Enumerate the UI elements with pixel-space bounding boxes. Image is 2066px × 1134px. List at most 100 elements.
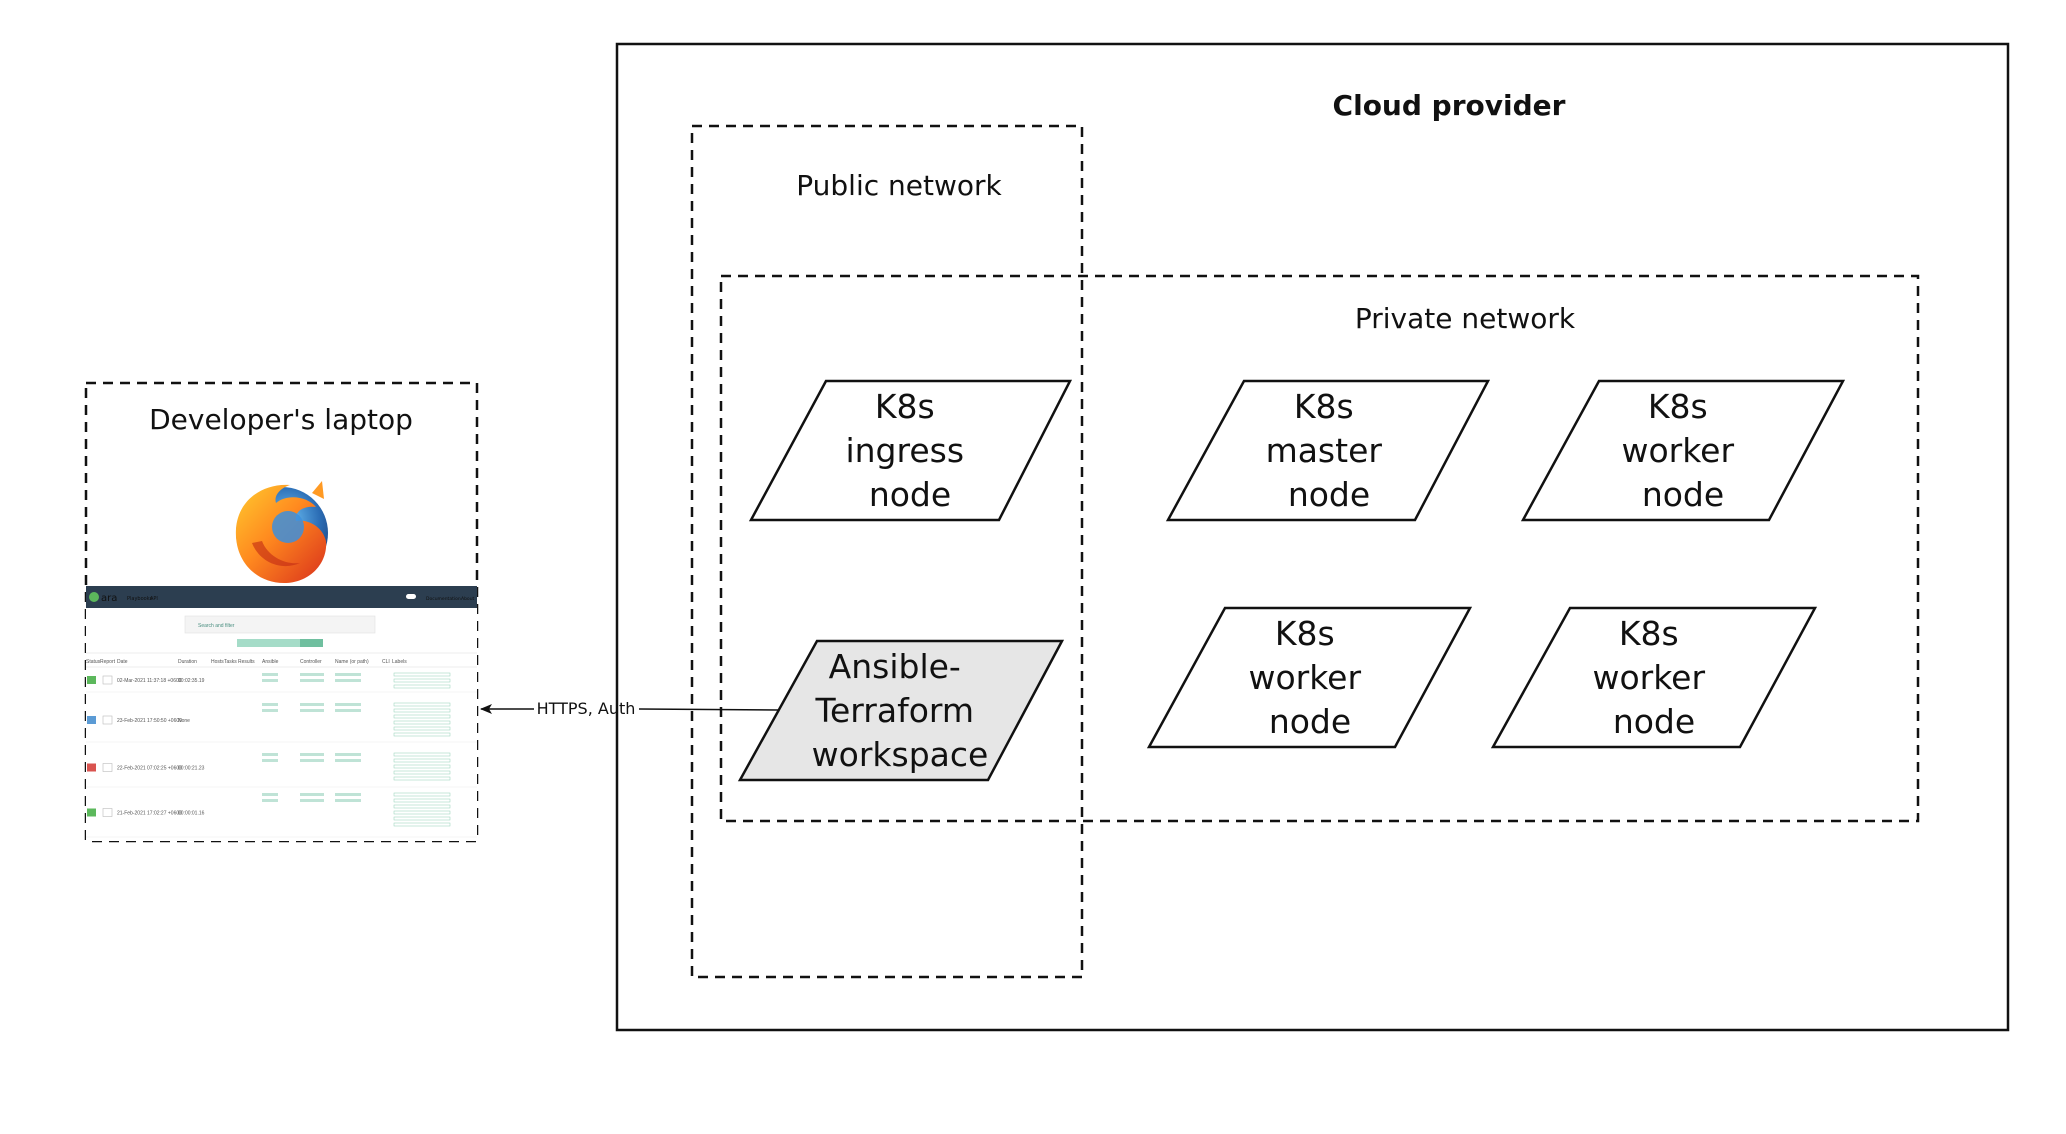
label-chip[interactable]: [393, 810, 451, 815]
label-chip[interactable]: [393, 726, 451, 731]
theme-toggle[interactable]: [406, 594, 416, 599]
k8s-ingress-node: K8s ingress node: [748, 379, 1073, 522]
report-button[interactable]: [102, 715, 113, 725]
private-network-box: Private network: [719, 274, 1920, 823]
node-label-line: workspace: [812, 735, 989, 774]
node-label-line: Terraform: [814, 691, 974, 730]
node-label-line: node: [1288, 475, 1370, 514]
report-button[interactable]: [102, 675, 113, 685]
label-chip[interactable]: [393, 776, 451, 781]
cell-placeholder: [335, 799, 361, 802]
app-column-header[interactable]: Name (or path): [335, 659, 369, 665]
node-label-line: worker: [1621, 431, 1734, 470]
status-badge: [87, 763, 96, 772]
label-chip[interactable]: [393, 764, 451, 769]
app-column-header[interactable]: Status: [86, 659, 101, 665]
cell-placeholder: [300, 673, 324, 676]
app-column-header[interactable]: Date: [117, 659, 128, 665]
label-chip[interactable]: [393, 792, 451, 797]
cell-placeholder: [335, 759, 361, 762]
label-chip[interactable]: [393, 752, 451, 757]
report-button[interactable]: [102, 808, 113, 817]
node-label-line: node: [1613, 702, 1695, 741]
app-column-header[interactable]: Tasks: [224, 659, 237, 665]
private-network-title: Private network: [1355, 302, 1576, 335]
cell-placeholder: [262, 703, 278, 706]
app-column-header[interactable]: Ansible: [262, 659, 279, 665]
cloud-provider-title: Cloud provider: [1333, 89, 1566, 122]
cell-placeholder: [335, 793, 361, 796]
app-column-header[interactable]: Report: [100, 659, 116, 665]
svg-text:K8s master node: K8s master node: [1266, 387, 1393, 514]
node-label-line: ingress: [845, 431, 964, 470]
k8s-master-node: K8s master node: [1165, 379, 1491, 522]
app-column-header[interactable]: CLI: [382, 659, 390, 665]
app-column-header[interactable]: Hosts: [211, 659, 224, 665]
label-chip[interactable]: [393, 816, 451, 821]
cell-placeholder: [300, 709, 324, 712]
label-chip[interactable]: [393, 720, 451, 725]
firefox-icon: [235, 481, 328, 583]
app-search-input[interactable]: [184, 615, 376, 634]
label-chip[interactable]: [393, 770, 451, 775]
node-label-line: worker: [1248, 658, 1361, 697]
row-date: 21-Feb-2021 17:02:27 +0600: [117, 811, 182, 817]
label-chip[interactable]: [393, 822, 451, 827]
label-chip[interactable]: [393, 732, 451, 737]
k8s-worker-node-1: K8s worker node: [1520, 379, 1846, 522]
connection-line: [638, 708, 779, 711]
cell-placeholder: [300, 679, 324, 682]
node-label-line: K8s: [1294, 387, 1354, 426]
row-date: 23-Feb-2021 17:50:50 +0600: [117, 718, 182, 724]
node-label-line: worker: [1592, 658, 1705, 697]
label-chip[interactable]: [393, 702, 451, 707]
label-chip[interactable]: [393, 678, 451, 683]
label-chip[interactable]: [393, 758, 451, 763]
app-filter-buttons[interactable]: [237, 639, 323, 647]
cell-placeholder: [262, 679, 278, 682]
app-column-header[interactable]: Controller: [300, 659, 322, 665]
app-link-documentation[interactable]: Documentation: [426, 596, 461, 602]
app-column-header[interactable]: Duration: [178, 659, 197, 665]
svg-text:K8s worker node: K8s worker node: [1248, 614, 1371, 741]
app-column-header[interactable]: Results: [238, 659, 255, 665]
app-filter-button-active[interactable]: [300, 639, 323, 647]
app-search-placeholder: Search and filter: [198, 623, 235, 629]
row-date: 22-Feb-2021 07:02:25 +0600: [117, 766, 182, 772]
label-chip[interactable]: [393, 684, 451, 689]
row-duration: 00:00:21.23: [178, 766, 205, 772]
label-chip[interactable]: [393, 798, 451, 803]
app-nav-api[interactable]: API: [150, 596, 158, 602]
svg-text:K8s ingress node: K8s ingress node: [845, 387, 974, 514]
cell-placeholder: [262, 793, 278, 796]
cell-placeholder: [262, 753, 278, 756]
node-label-line: node: [1642, 475, 1724, 514]
app-link-about[interactable]: About: [461, 596, 475, 602]
app-nav-playbooks[interactable]: Playbooks: [127, 596, 153, 602]
status-badge: [87, 716, 96, 724]
label-chip[interactable]: [393, 714, 451, 719]
cell-placeholder: [335, 709, 361, 712]
node-label-line: Ansible-: [829, 647, 961, 686]
label-chip[interactable]: [393, 804, 451, 809]
developer-laptop-title: Developer's laptop: [149, 403, 413, 436]
cell-placeholder: [300, 799, 324, 802]
node-label-line: K8s: [1648, 387, 1708, 426]
report-button[interactable]: [102, 763, 113, 772]
label-chip[interactable]: [393, 708, 451, 713]
public-network-title: Public network: [796, 169, 1002, 202]
node-label-line: K8s: [875, 387, 935, 426]
app-column-header[interactable]: Labels: [392, 659, 407, 665]
ansible-terraform-workspace: Ansible- Terraform workspace: [737, 639, 1065, 782]
cell-placeholder: [300, 793, 324, 796]
label-chip[interactable]: [393, 672, 451, 677]
row-date: 02-Mar-2021 11:37:18 +0600: [117, 678, 182, 684]
cell-placeholder: [300, 759, 324, 762]
